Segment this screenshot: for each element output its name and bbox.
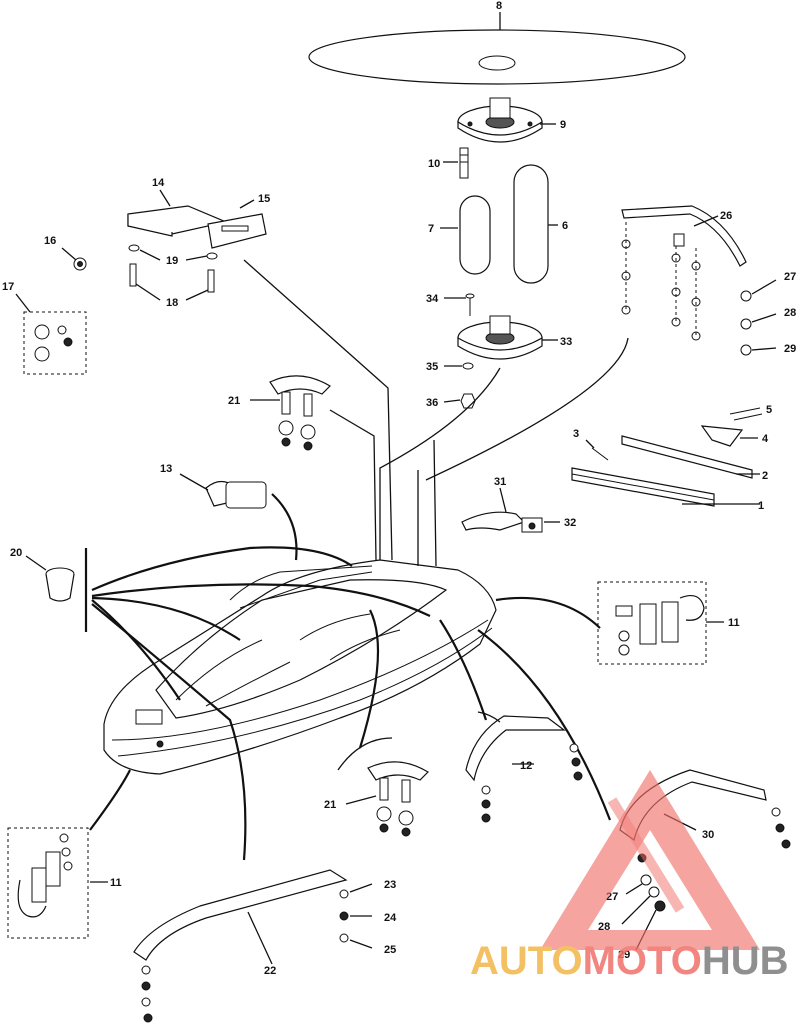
- callout-15: 15: [258, 193, 270, 205]
- part-20-light: [25, 555, 75, 602]
- part-2-rail: [621, 435, 760, 479]
- part-13-mirror: [179, 473, 267, 509]
- part-4-clip: [700, 425, 758, 447]
- watermark-hub: HUB: [702, 939, 789, 983]
- part-21-cleat-upper: [250, 375, 331, 451]
- callout-21-lower: 21: [324, 799, 336, 811]
- part-11-kit-left: [7, 827, 108, 939]
- part-26-hardware: [621, 222, 777, 356]
- callout-14: 14: [152, 177, 165, 189]
- callout-9: 9: [560, 119, 566, 131]
- watermark-auto: AUTO: [470, 939, 583, 983]
- part-31-handle: [461, 487, 526, 531]
- part-15-mount: [207, 199, 267, 249]
- part-9-upper-bracket: [457, 97, 556, 143]
- callout-29-upper: 29: [784, 343, 796, 355]
- callout-11-left: 11: [110, 877, 122, 889]
- callout-29-lower: 29: [618, 949, 630, 961]
- callout-32: 32: [564, 517, 576, 529]
- callout-27-upper: 27: [784, 271, 796, 283]
- part-32-latch: [521, 517, 560, 533]
- callout-25: 25: [384, 944, 396, 956]
- callout-26: 26: [720, 210, 732, 222]
- part-11-kit-right: [597, 581, 724, 665]
- callout-2: 2: [762, 470, 768, 482]
- part-14-mount: [127, 189, 228, 237]
- part-17-kit: [15, 293, 87, 375]
- part-33-lower-bracket: [457, 315, 558, 360]
- part-6-cylinder: [513, 164, 558, 284]
- callout-28-upper: 28: [784, 307, 796, 319]
- callout-20: 20: [10, 547, 22, 559]
- part-12-rail: [337, 711, 583, 823]
- callout-3: 3: [573, 428, 579, 440]
- part-7-cylinder: [440, 195, 491, 275]
- callout-30: 30: [702, 829, 714, 841]
- part-22-rail: [133, 869, 373, 1023]
- svg-text:AUTOMOTOHUB: AUTOMOTOHUB: [470, 939, 789, 983]
- callout-5: 5: [766, 404, 772, 416]
- part-18-bolts: [129, 263, 215, 301]
- callout-22: 22: [264, 965, 276, 977]
- callout-7: 7: [428, 223, 434, 235]
- callout-34: 34: [426, 293, 439, 305]
- boat-hull: [103, 559, 497, 775]
- callout-11-right: 11: [728, 617, 740, 629]
- part-3-screw: [585, 439, 609, 461]
- part-8-cover: [308, 12, 686, 85]
- callout-13: 13: [160, 463, 172, 475]
- watermark: AUTOMOTOHUB: [470, 770, 789, 983]
- part-19-washers: [128, 244, 218, 261]
- part-1-rail: [571, 467, 760, 507]
- callout-21-upper: 21: [228, 395, 240, 407]
- watermark-triangle-logo: [540, 770, 760, 950]
- callout-12: 12: [520, 760, 532, 772]
- callout-17: 17: [2, 281, 14, 293]
- callout-19: 19: [166, 255, 178, 267]
- wire-harness: [84, 259, 629, 861]
- callout-18: 18: [166, 297, 178, 309]
- callout-6: 6: [562, 220, 568, 232]
- callout-36: 36: [426, 397, 438, 409]
- callout-23: 23: [384, 879, 396, 891]
- callout-labels: 1 2 3 4 5 6 7 8 9 10 11 11 12 13 14 15 1…: [2, 0, 796, 977]
- part-34-screw: [444, 293, 475, 316]
- callout-1: 1: [758, 500, 764, 512]
- part-26-rail: [621, 205, 747, 267]
- callout-24: 24: [384, 912, 397, 924]
- callout-16: 16: [44, 235, 56, 247]
- part-21-cleat-lower: [345, 761, 429, 837]
- callout-10: 10: [428, 158, 440, 170]
- part-35-washer: [444, 362, 474, 370]
- watermark-moto: MOTO: [583, 939, 702, 983]
- callout-35: 35: [426, 361, 438, 373]
- callout-33: 33: [560, 336, 572, 348]
- part-16-fitting: [61, 247, 87, 271]
- part-5-screws: [729, 407, 763, 421]
- part-10-pin: [443, 147, 469, 179]
- callout-31: 31: [494, 476, 506, 488]
- callout-8: 8: [496, 0, 502, 12]
- callout-4: 4: [762, 433, 769, 445]
